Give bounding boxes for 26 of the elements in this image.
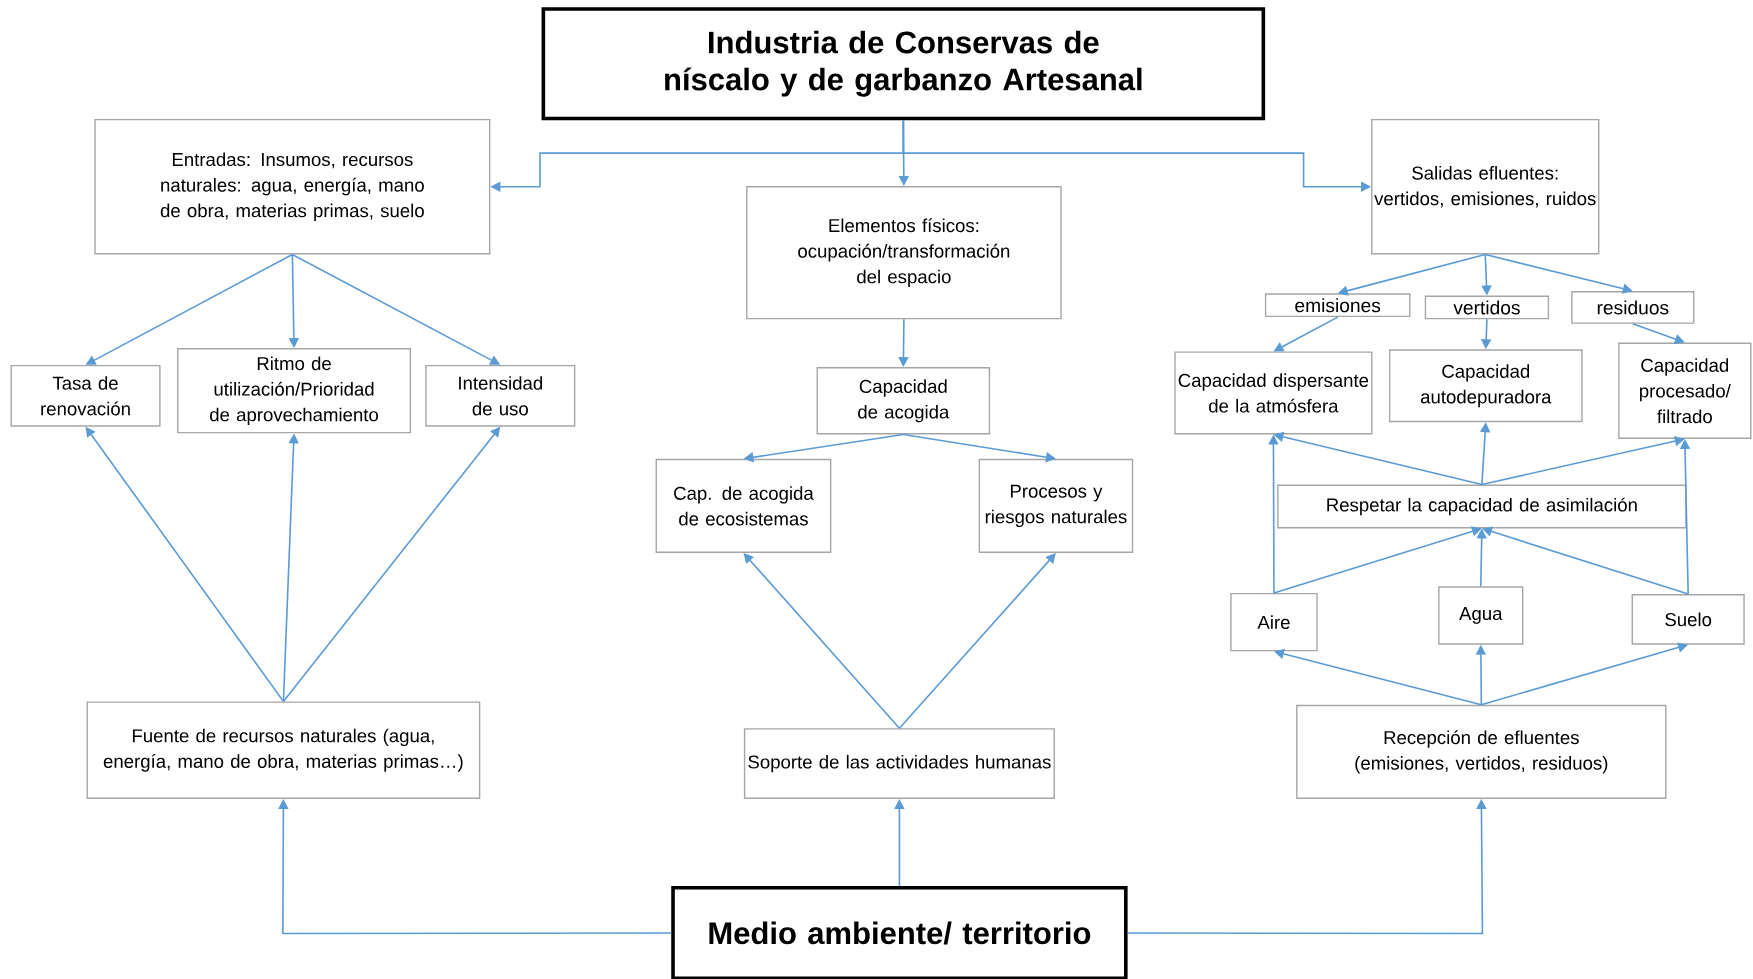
concept-box: emisiones [1264, 293, 1411, 317]
concept-box: residuos [1571, 290, 1695, 324]
concept-box: Salidas efluentes: vertidos, emisiones, ruidos [1371, 118, 1600, 255]
concept-box: Recepción de efluentes (emisiones, vertidos, residuos) [1296, 704, 1667, 799]
concept-box: Capacidad dispersante de la atmósfera [1174, 351, 1373, 435]
concept-box: Entradas: Insumos, recursos naturales: agua, energía, mano de obra, materias primas, suelo [94, 118, 491, 255]
title-box: Industria de Conservas de níscalo y de garbanzo Artesanal [541, 6, 1266, 121]
concept-box: Suelo [1631, 593, 1745, 645]
concept-box: Fuente de recursos naturales (agua, energía, mano de obra, materias primas…) [86, 701, 481, 799]
concept-box: Tasa de renovación [10, 364, 161, 427]
concept-box: Respetar la capacidad de asimilación [1277, 484, 1687, 529]
concept-box: vertidos [1424, 295, 1550, 320]
concept-box: Capacidad de acogida [816, 366, 991, 435]
concept-box: Procesos y riesgos naturales [978, 458, 1134, 553]
concept-box: Soporte de las actividades humanas [743, 728, 1055, 799]
concept-box: Ritmo de utilización/Prioridad de aprovechamiento [177, 347, 411, 434]
concept-box: Capacidad procesado/ filtrado [1618, 342, 1752, 439]
concept-box: Aire [1230, 592, 1318, 652]
arrow [1274, 648, 1483, 706]
title-box: Medio ambiente/ territorio [671, 885, 1128, 979]
concept-box: Intensidad de uso [425, 364, 576, 427]
concept-box: Agua [1438, 586, 1524, 645]
concept-box: Elementos físicos: ocupación/transformación del espacio [746, 185, 1062, 320]
arrow [902, 119, 1371, 192]
concept-box: Cap. de acogida de ecosistemas [655, 458, 832, 553]
concept-box: Capacidad autodepuradora [1388, 349, 1583, 422]
